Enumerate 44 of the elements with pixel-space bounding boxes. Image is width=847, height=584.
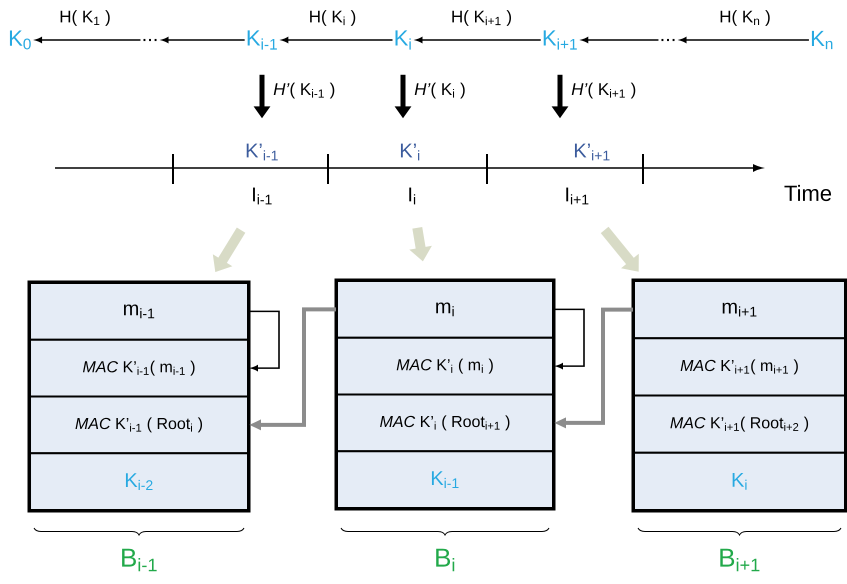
edge-label: H( K$_{1}$ ) bbox=[58, 9, 112, 27]
edge-label: H’( K$_{i}$ ) bbox=[413, 82, 467, 100]
key-label: K$_{0}$ bbox=[10, 30, 31, 50]
edge-label: H( K$_{i+1}$ ) bbox=[450, 9, 514, 27]
block-cell: MAC K’$_{i-1}$ ( Root$_{i}$ ) bbox=[29, 396, 249, 454]
ellipsis: ... bbox=[144, 38, 157, 42]
block-cell: MAC K’$_{i}$ ( m$_{i}$ ) bbox=[336, 336, 554, 396]
block-cell: MAC K’$_{i-1}$( m$_{i-1}$ ) bbox=[29, 338, 249, 398]
key-label: K$_{i}$ bbox=[396, 30, 411, 50]
block-label: B$_{i-1}$ bbox=[122, 548, 157, 572]
block-cell: m$_{i}$ bbox=[336, 280, 554, 339]
arrow bbox=[582, 37, 658, 43]
block-cell: K$_{i-1}$ bbox=[336, 450, 554, 509]
block-cell: MAC K’$_{i+1}$( Root$_{i+2}$ ) bbox=[633, 394, 846, 454]
edge-label: H’( K$_{i+1}$ ) bbox=[570, 82, 638, 100]
block-cell: m$_{i+1}$ bbox=[633, 280, 846, 340]
interval-label: I$_{i+1}$ bbox=[566, 188, 588, 204]
edge-label: H’( K$_{i-1}$ ) bbox=[272, 82, 336, 100]
block-cell: MAC K’$_{i+1}$( m$_{i+1}$ ) bbox=[633, 337, 846, 396]
block-cell: K$_{i}$ bbox=[633, 452, 846, 511]
arrow bbox=[35, 37, 140, 43]
ellipsis: ... bbox=[661, 38, 675, 42]
block-cell: m$_{i-1}$ bbox=[29, 282, 249, 341]
block-cell: K$_{i-2}$ bbox=[29, 452, 249, 511]
derived-key-label: K’$_{i-1}$ bbox=[246, 144, 278, 160]
interval-label: I$_{i-1}$ bbox=[253, 188, 272, 204]
derived-key-label: K’$_{i+1}$ bbox=[574, 144, 610, 160]
block-label: B$_{i+1}$ bbox=[720, 548, 760, 572]
derived-key-label: K’$_{i}$ bbox=[400, 144, 420, 160]
edge-label: H( K$_{i}$ ) bbox=[308, 9, 358, 27]
key-label: K$_{i+1}$ bbox=[544, 30, 577, 50]
arrow bbox=[249, 310, 280, 371]
block-label: B$_{i}$ bbox=[436, 548, 454, 572]
key-label: K$_{i-1}$ bbox=[248, 30, 277, 50]
arrow bbox=[162, 37, 245, 43]
edge-label: H( K$_{n}$ ) bbox=[718, 9, 772, 27]
arrow bbox=[416, 37, 541, 43]
key-label: K$_{n}$ bbox=[812, 30, 832, 50]
arrow bbox=[282, 37, 392, 43]
block-cell: MAC K’$_{i}$ ( Root$_{i+1}$ ) bbox=[336, 394, 554, 452]
axis-label: Time bbox=[784, 184, 832, 202]
arrow bbox=[680, 37, 809, 43]
arrow bbox=[554, 308, 585, 369]
interval-label: I$_{i}$ bbox=[409, 188, 416, 204]
